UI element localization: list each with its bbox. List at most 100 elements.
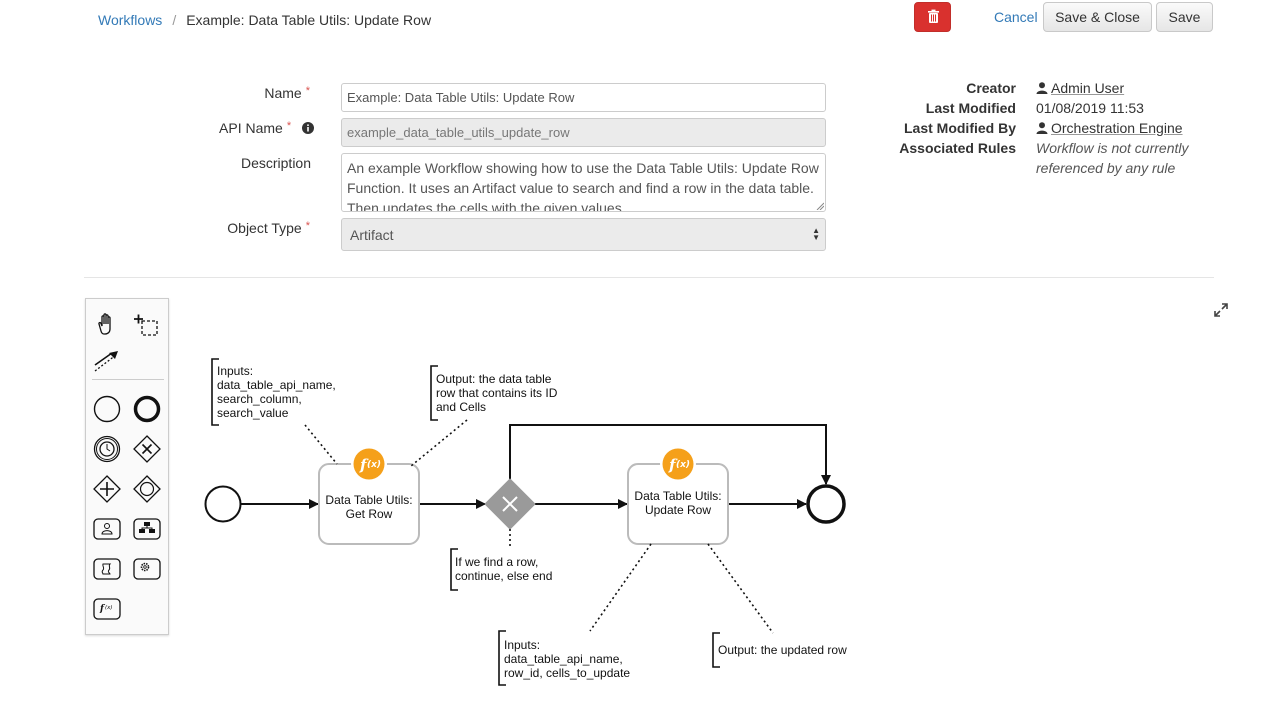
user-icon <box>1036 122 1048 134</box>
function-task-icon[interactable]: f (x) <box>92 594 122 624</box>
annotation-line: continue, else end <box>455 569 553 583</box>
timer-event-icon[interactable] <box>92 434 122 464</box>
user-icon <box>1036 82 1048 94</box>
select-arrows-icon: ▲▼ <box>812 226 820 242</box>
annotation-line: If we find a row, <box>455 555 539 569</box>
annotation-inputs-update-row: Inputs: data_table_api_name, row_id, cel… <box>504 638 630 680</box>
association-line <box>410 419 468 467</box>
connect-tool-icon[interactable] <box>92 347 122 377</box>
divider <box>84 277 1214 278</box>
modified-by-value: Orchestration Engine <box>1036 120 1183 136</box>
required-mark: * <box>286 120 292 132</box>
annotation-line: Output: the data table <box>436 372 552 386</box>
delete-button[interactable] <box>914 2 951 32</box>
service-task-icon[interactable] <box>132 554 162 584</box>
modified-by-link[interactable]: Orchestration Engine <box>1051 120 1183 136</box>
modified-value: 01/08/2019 11:53 <box>1036 100 1144 116</box>
name-label: Name* <box>200 85 310 101</box>
breadcrumb-separator: / <box>172 12 177 28</box>
annotation-line: data_table_api_name, <box>504 652 623 666</box>
name-input[interactable]: Example: Data Table Utils: Update Row <box>341 83 826 112</box>
required-mark: * <box>305 85 310 97</box>
svg-text:(x): (x) <box>105 605 113 611</box>
exclusive-gateway[interactable] <box>484 478 536 530</box>
creator-value: Admin User <box>1036 80 1124 96</box>
modified-label: Last Modified <box>925 100 1016 116</box>
annotation-line: row_id, cells_to_update <box>504 666 631 680</box>
annotation-output-get-row: Output: the data table row that contains… <box>436 372 557 414</box>
name-label-text: Name <box>264 85 302 101</box>
subprocess-icon[interactable] <box>132 514 162 544</box>
annotation-line: Output: the updated row <box>718 643 847 657</box>
task-get-row-label: Data Table Utils: Get Row <box>325 493 413 521</box>
end-event[interactable] <box>806 484 846 524</box>
annotation-line: Inputs: <box>504 638 541 652</box>
objtype-label-text: Object Type <box>227 220 302 236</box>
annotation-line: row that contains its ID <box>436 386 558 400</box>
annotation-bracket <box>498 630 506 686</box>
annotation-bracket <box>712 632 720 668</box>
cancel-link[interactable]: Cancel <box>994 9 1038 25</box>
objtype-label: Object Type* <box>200 220 310 236</box>
rules-label: Associated Rules <box>899 140 1016 156</box>
svg-text:f: f <box>668 456 678 474</box>
breadcrumb-current: Example: Data Table Utils: Update Row <box>186 12 432 28</box>
annotation-gateway: If we find a row, continue, else end <box>455 555 552 583</box>
required-mark: * <box>305 220 310 232</box>
association-line <box>304 424 338 465</box>
save-close-button[interactable]: Save & Close <box>1043 2 1152 32</box>
creator-link[interactable]: Admin User <box>1051 80 1125 96</box>
lasso-tool-icon[interactable] <box>132 309 162 339</box>
exclusive-gateway-icon[interactable] <box>132 434 162 464</box>
association-line <box>589 543 652 632</box>
flow-gateway-to-end[interactable] <box>509 424 831 485</box>
annotation-line: search_value <box>217 406 289 420</box>
svg-text:(x): (x) <box>676 460 690 470</box>
objtype-value: Artifact <box>350 226 394 243</box>
script-task-icon[interactable] <box>92 554 122 584</box>
annotation-inputs-get-row: Inputs: data_table_api_name, search_colu… <box>217 364 336 420</box>
apiname-label-text: API Name <box>219 120 283 136</box>
info-icon[interactable] <box>302 122 314 134</box>
apiname-label: API Name* <box>150 120 314 136</box>
palette-separator <box>92 379 164 380</box>
svg-text:f: f <box>99 604 106 614</box>
parallel-gateway-icon[interactable] <box>92 474 122 504</box>
resize-grip-icon[interactable] <box>816 202 824 210</box>
end-event-icon[interactable] <box>132 394 162 424</box>
modified-by-label: Last Modified By <box>903 120 1016 136</box>
event-gateway-icon[interactable] <box>132 474 162 504</box>
creator-label: Creator <box>966 80 1016 96</box>
start-event-icon[interactable] <box>92 394 122 424</box>
tool-palette: f (x) <box>85 298 169 635</box>
objtype-select[interactable]: Artifact ▲▼ <box>341 218 826 251</box>
trash-icon <box>928 9 939 23</box>
association-line <box>707 543 774 634</box>
annotation-line: search_column, <box>217 392 302 406</box>
description-text: An example Workflow showing how to use t… <box>347 160 819 212</box>
breadcrumb-workflows-link[interactable]: Workflows <box>98 12 163 28</box>
annotation-bracket <box>450 548 458 591</box>
annotation-bracket <box>430 365 438 421</box>
function-badge-icon: f (x) <box>351 446 387 482</box>
save-button[interactable]: Save <box>1156 2 1213 32</box>
apiname-input: example_data_table_utils_update_row <box>341 118 826 147</box>
annotation-line: data_table_api_name, <box>217 378 336 392</box>
rules-value: Workflow is not currently referenced by … <box>1036 140 1189 176</box>
svg-text:(x): (x) <box>367 460 381 470</box>
annotation-line: Inputs: <box>217 364 254 378</box>
function-badge-icon: f (x) <box>660 446 696 482</box>
start-event[interactable] <box>204 485 242 523</box>
fullscreen-icon[interactable] <box>1213 302 1229 318</box>
description-textarea[interactable]: An example Workflow showing how to use t… <box>341 153 826 212</box>
task-update-row-label: Data Table Utils: Update Row <box>634 489 722 517</box>
breadcrumb: Workflows / Example: Data Table Utils: Upd… <box>98 12 431 28</box>
annotation-line: and Cells <box>436 400 487 414</box>
svg-text:f: f <box>359 456 369 474</box>
description-label: Description <box>240 155 311 171</box>
user-task-icon[interactable] <box>92 514 122 544</box>
hand-tool-icon[interactable] <box>92 309 122 339</box>
annotation-output-update-row: Output: the updated row <box>718 643 847 657</box>
annotation-bracket <box>211 358 219 426</box>
